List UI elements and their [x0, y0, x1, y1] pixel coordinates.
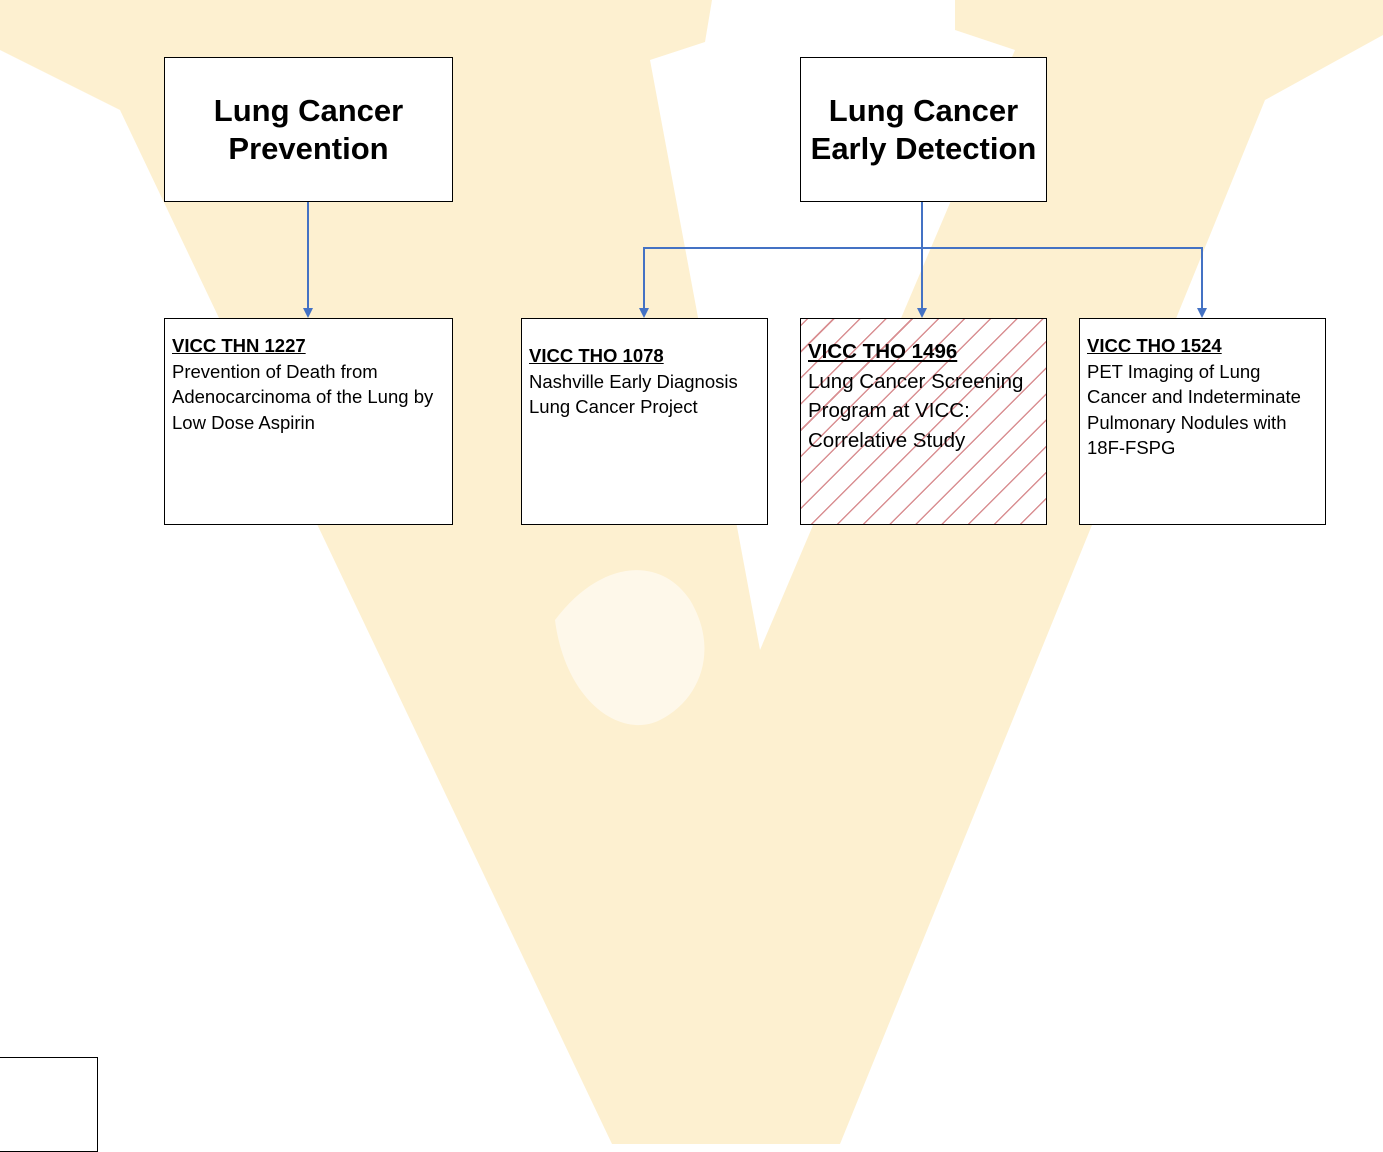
study-description: PET Imaging of Lung Cancer and Indetermi… [1087, 360, 1301, 459]
study-description: Nashville Early Diagnosis Lung Cancer Pr… [529, 370, 738, 418]
v-logo-cutout [555, 570, 705, 726]
study-code: VICC THO 1078 [529, 345, 664, 366]
early-detection-box: Lung Cancer Early Detection [800, 57, 1047, 202]
prevention-title-line1: Lung Cancer [213, 92, 404, 128]
study-box-tho1078: VICC THO 1078 Nashville Early Diagnosis … [521, 318, 768, 525]
study-box-thn1227: VICC THN 1227 Prevention of Death from A… [164, 318, 453, 525]
prevention-box: Lung Cancer Prevention [164, 57, 453, 202]
prevention-title-line2: Prevention [228, 130, 389, 166]
study-box-tho1496: VICC THO 1496 Lung Cancer Screening Prog… [800, 318, 1047, 525]
study-box-tho1524: VICC THO 1524 PET Imaging of Lung Cancer… [1079, 318, 1326, 525]
empty-corner-box [0, 1057, 98, 1152]
study-code: VICC THN 1227 [172, 335, 306, 356]
connector-detection-branch [643, 247, 1203, 316]
detection-title-line2: Early Detection [810, 130, 1037, 166]
study-code: VICC THO 1524 [1087, 335, 1222, 356]
study-code: VICC THO 1496 [808, 340, 958, 363]
detection-title-line1: Lung Cancer [828, 92, 1019, 128]
study-description: Lung Cancer Screening Program at VICC: C… [808, 369, 1024, 452]
study-description: Prevention of Death from Adenocarcinoma … [172, 360, 434, 433]
